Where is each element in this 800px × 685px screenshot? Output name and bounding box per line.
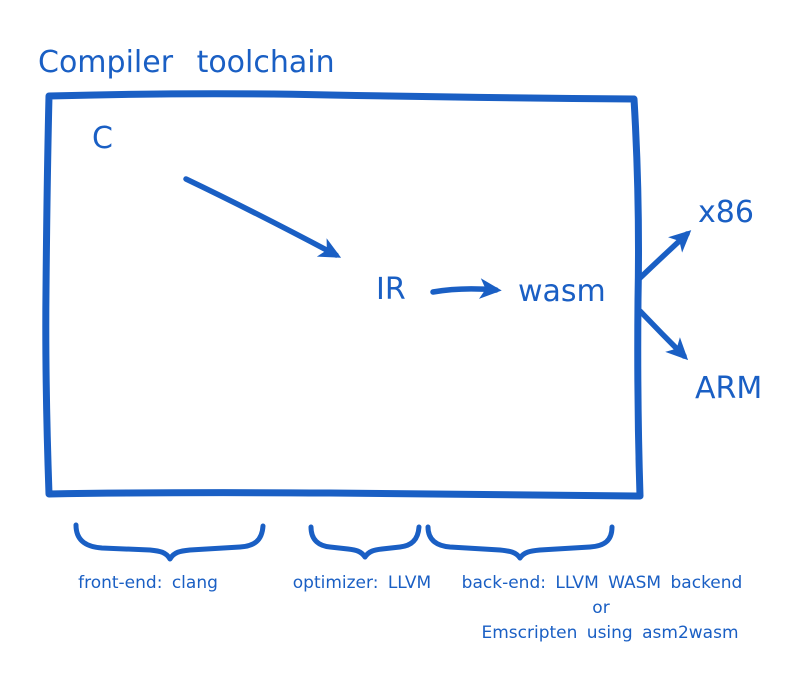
node-arm: ARM — [695, 371, 762, 406]
brace-back-end-icon — [425, 524, 615, 561]
stage-label-back-end-alt: Emscripten using asm2wasm — [481, 623, 738, 643]
brace-front-end-icon — [73, 522, 266, 562]
node-c: C — [92, 121, 113, 156]
node-ir: IR — [376, 272, 406, 307]
node-x86: x86 — [698, 195, 754, 230]
arrow-wasm-to-x86-icon — [637, 230, 692, 281]
arrow-c-to-ir-icon — [183, 176, 342, 258]
stage-label-back-end-or: or — [592, 598, 609, 618]
stage-label-back-end: back-end: LLVM WASM backend — [462, 573, 743, 593]
arrow-wasm-to-arm-icon — [637, 308, 689, 361]
toolchain-box — [42, 90, 644, 500]
brace-optimizer-icon — [308, 524, 422, 560]
diagram-title: Compiler toolchain — [38, 45, 335, 80]
node-wasm: wasm — [518, 274, 606, 309]
stage-label-optimizer: optimizer: LLVM — [293, 573, 431, 593]
stage-label-front-end: front-end: clang — [78, 573, 218, 593]
arrow-ir-to-wasm-icon — [430, 278, 502, 299]
